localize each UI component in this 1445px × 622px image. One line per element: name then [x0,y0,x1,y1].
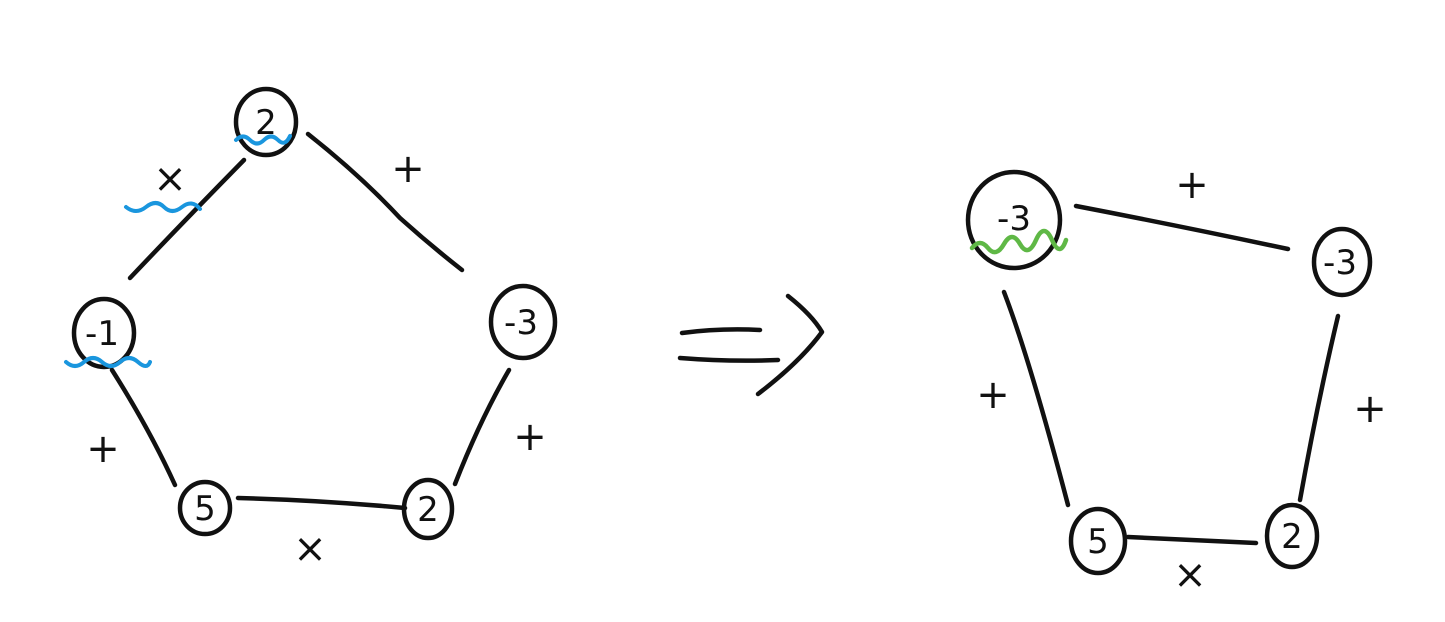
right-node-bottom-left-label: 5 [1087,522,1109,562]
left-edge-right-bottomright-op: + [513,414,547,460]
right-edge-right-op: + [1353,386,1387,432]
squiggle-mark-merged-node [969,228,1069,255]
left-node-right [488,283,558,361]
squiggle-mark-top-node [234,134,292,146]
left-node-top-label: 2 [255,103,277,143]
right-node-bottom-right-label: 2 [1281,517,1303,557]
right-node-bottom-left [1068,506,1128,576]
left-graph: 2 -3 2 5 -1 × + + × + [64,86,558,572]
left-node-bottom-right-label: 2 [417,490,439,530]
right-edge-top [1073,203,1291,252]
left-node-left-label: -1 [85,314,119,354]
right-node-bottom-right [1264,502,1320,570]
right-node-top-right [1311,226,1373,298]
left-edge-top-left [127,157,247,281]
right-graph: -3 -3 2 5 + + + × [965,162,1387,598]
left-edge-left-bottomleft [109,367,178,488]
arrow-head [755,293,825,397]
right-edge-right [1297,313,1341,503]
left-node-bottom-left-label: 5 [194,489,216,529]
right-edge-bottom [1125,534,1259,546]
right-edge-left-op: + [976,372,1010,418]
right-edge-left [1001,289,1071,508]
squiggle-mark-top-left-edge [124,201,202,213]
left-edge-left-bottomleft-op: + [86,426,120,472]
left-edge-top-right [305,131,465,273]
arrow-upper-line [679,327,763,336]
squiggle-mark-left-node [64,356,152,368]
left-edge-bottom [235,495,408,511]
arrow-lower-line [677,355,781,363]
right-edge-top-op: + [1175,162,1209,208]
left-edge-top-left-op: × [153,156,187,202]
right-node-top-left-label: -3 [997,199,1031,239]
right-node-top-left [965,169,1063,271]
implies-arrow [677,293,825,397]
left-node-right-label: -3 [504,303,538,343]
left-edge-bottom-op: × [293,526,327,572]
left-edge-top-right-op: + [391,146,425,192]
left-node-top [233,86,299,158]
right-edge-bottom-op: × [1173,552,1207,598]
right-node-top-right-label: -3 [1323,243,1357,283]
left-node-bottom-left [177,479,233,537]
left-edge-right-bottomright [452,367,512,487]
left-node-bottom-right [401,477,455,541]
left-node-left [71,296,137,370]
